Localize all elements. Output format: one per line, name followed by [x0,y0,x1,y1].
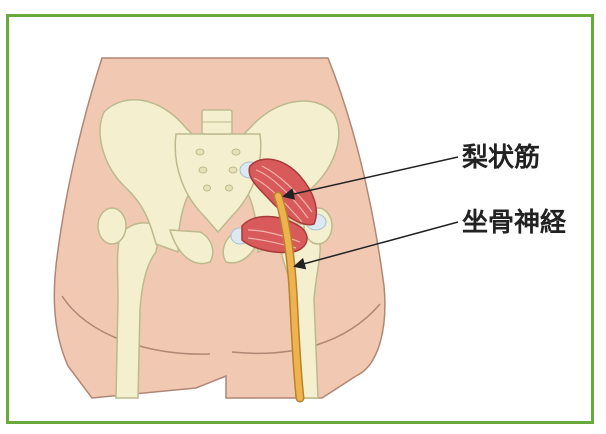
piriformis-label: 梨状筋 [462,142,540,173]
left-trochanter [98,208,126,244]
sciatic-nerve-label: 坐骨神経 [462,207,567,238]
